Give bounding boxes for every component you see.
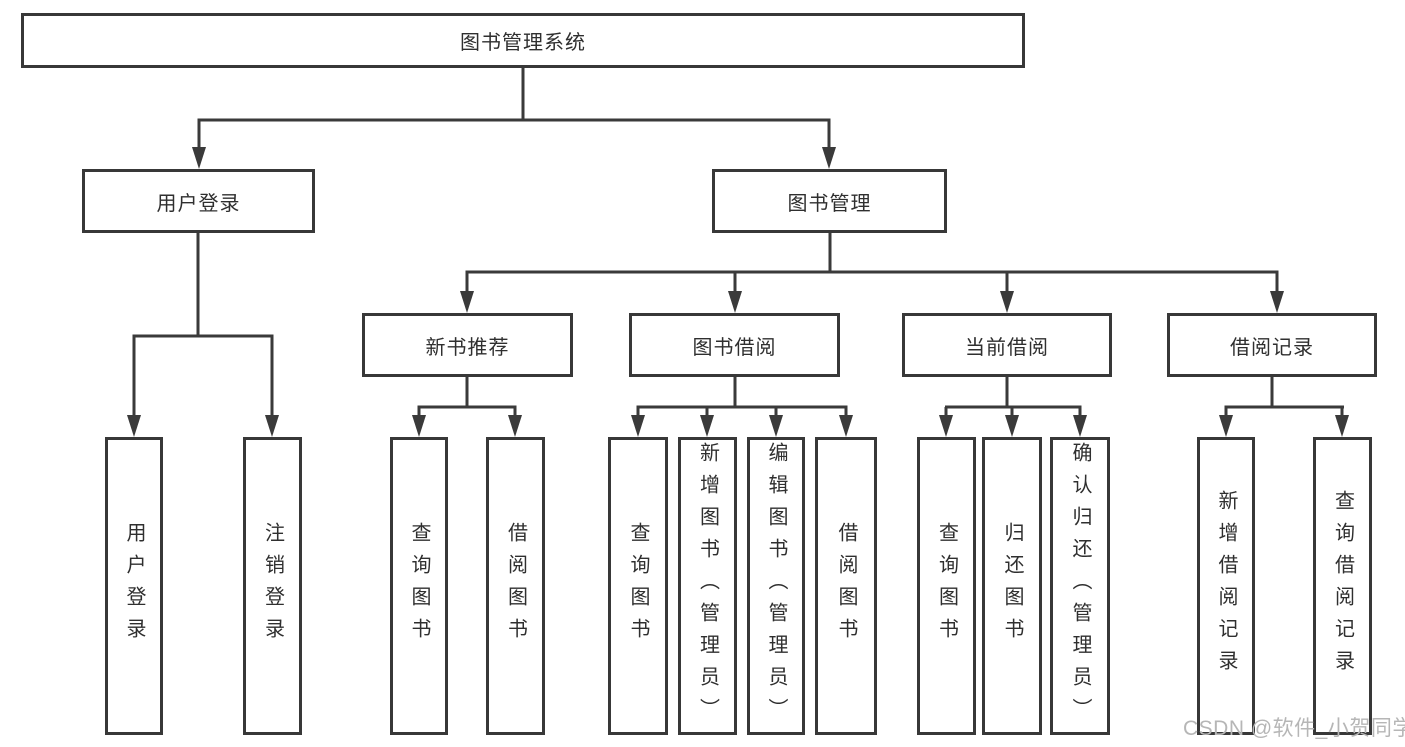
csdn-watermark: CSDN @软件_小贺同学 (1183, 717, 1405, 740)
leaf-confirm-return-admin-label: 确认归还（管理员） (1069, 442, 1091, 730)
leaf-return-books: 归还图书 (982, 437, 1042, 735)
node-current-borrow-label: 当前借阅 (965, 336, 1049, 359)
leaf-add-books-admin: 新增图书（管理员） (678, 437, 737, 735)
edge-user-login-to-leaves (127, 233, 279, 437)
leaf-borrow-books-recommend: 借阅图书 (486, 437, 545, 735)
node-borrow-records: 借阅记录 (1167, 313, 1377, 377)
node-book-borrow: 图书借阅 (629, 313, 840, 377)
node-book-management-label: 图书管理 (787, 192, 872, 215)
leaf-add-borrow-record-label: 新增借阅记录 (1215, 490, 1237, 682)
node-user-login-label: 用户登录 (156, 192, 241, 215)
node-borrow-records-label: 借阅记录 (1230, 336, 1314, 359)
edge-current-borrow-to-leaves (939, 377, 1087, 437)
leaf-query-books-recommend: 查询图书 (390, 437, 448, 735)
edge-borrow-records-to-leaves (1219, 377, 1349, 437)
edge-book-borrow-to-leaves (631, 377, 853, 437)
node-current-borrow: 当前借阅 (902, 313, 1112, 377)
edge-book-management-to-level3 (460, 233, 1284, 313)
node-root-label: 图书管理系统 (460, 32, 586, 54)
leaf-query-books-current-label: 查询图书 (935, 522, 958, 650)
edge-root-to-level2 (192, 68, 836, 169)
edge-new-book-recommend-to-leaves (412, 377, 522, 437)
leaf-add-books-admin-label: 新增图书（管理员） (696, 442, 719, 730)
node-book-management: 图书管理 (712, 169, 947, 233)
leaf-borrow-books-label: 借阅图书 (835, 522, 857, 650)
leaf-borrow-books: 借阅图书 (815, 437, 877, 735)
leaf-confirm-return-admin: 确认归还（管理员） (1050, 437, 1110, 735)
leaf-user-login: 用户登录 (105, 437, 163, 735)
leaf-borrow-books-recommend-label: 借阅图书 (504, 522, 527, 650)
leaf-query-borrow-record: 查询借阅记录 (1313, 437, 1372, 735)
leaf-return-books-label: 归还图书 (1001, 522, 1023, 650)
leaf-user-login-label: 用户登录 (123, 522, 145, 650)
leaf-edit-books-admin-label: 编辑图书（管理员） (765, 442, 787, 730)
leaf-query-books-borrow: 查询图书 (608, 437, 668, 735)
leaf-query-books-current: 查询图书 (917, 437, 976, 735)
node-book-borrow-label: 图书借阅 (692, 336, 777, 359)
leaf-logout-label: 注销登录 (261, 522, 284, 650)
leaf-query-borrow-record-label: 查询借阅记录 (1331, 490, 1354, 682)
node-new-book-recommend: 新书推荐 (362, 313, 573, 377)
leaf-logout: 注销登录 (243, 437, 302, 735)
node-root: 图书管理系统 (21, 13, 1025, 68)
node-user-login: 用户登录 (82, 169, 315, 233)
node-new-book-recommend-label: 新书推荐 (425, 336, 510, 359)
leaf-edit-books-admin: 编辑图书（管理员） (747, 437, 805, 735)
leaf-query-books-recommend-label: 查询图书 (408, 522, 430, 650)
leaf-query-books-borrow-label: 查询图书 (627, 522, 649, 650)
leaf-add-borrow-record: 新增借阅记录 (1197, 437, 1255, 735)
